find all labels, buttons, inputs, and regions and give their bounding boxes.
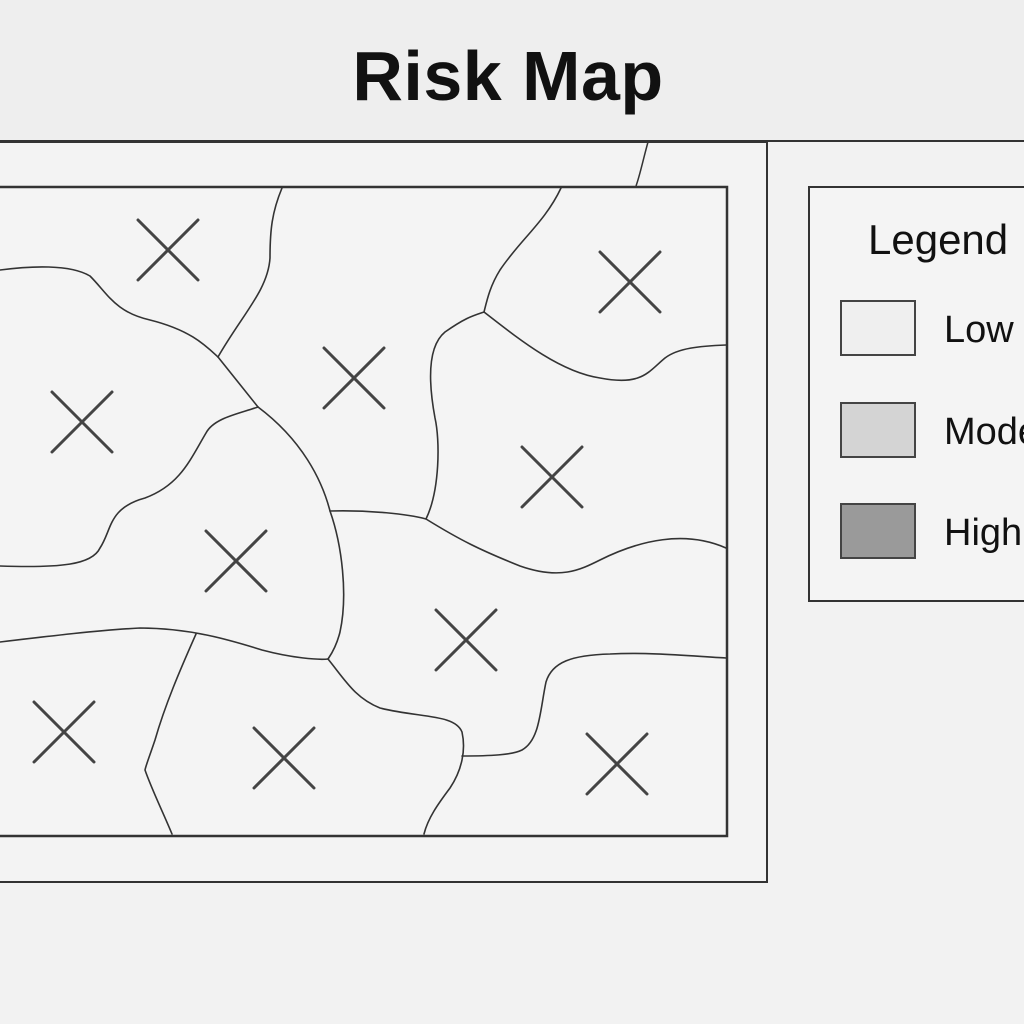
legend-panel: Legend Low Moderate High [808,186,1024,602]
header-bar: Risk Map [0,0,1024,142]
legend-label-high: High [944,512,1023,554]
region-border [461,652,727,757]
x-cross-icon [585,732,649,796]
legend-swatch-moderate [840,402,916,458]
region-border [217,187,283,358]
x-cross-icon [136,218,200,282]
legend-label-moderate: Moderate [944,411,1024,453]
legend-item-moderate: Moderate [840,402,1024,460]
x-cross-icon [252,726,316,790]
region-border [329,311,485,520]
x-cross-icon [520,445,584,509]
x-cross-icon [32,700,96,764]
region-border [425,518,727,574]
page-title: Risk Map [352,37,664,115]
legend-item-high: High [840,503,1024,561]
region-border [0,627,329,661]
map-boundary-line [635,141,649,187]
region-border [144,633,197,835]
x-cross-icon [598,250,662,314]
region-border [0,266,259,408]
region-border [0,406,259,568]
x-cross-icon [322,346,386,410]
region-border [483,187,727,382]
region-border [257,406,345,660]
x-cross-icon [204,529,268,593]
legend-title: Legend [868,216,1009,263]
region-border [327,658,465,835]
risk-markers [32,218,662,796]
x-cross-icon [434,608,498,672]
region-borders [0,187,727,835]
legend-label-low: Low [944,309,1014,351]
legend-swatch-low [840,300,916,356]
legend-item-low: Low [840,300,1024,358]
legend-swatch-high [840,503,916,559]
x-cross-icon [50,390,114,454]
